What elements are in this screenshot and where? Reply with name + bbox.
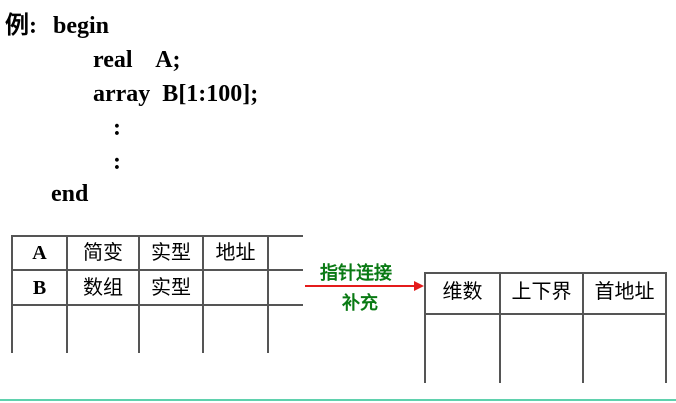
- arrow-label-bottom: 补充: [342, 293, 378, 313]
- cell-address: 地址: [215, 242, 256, 264]
- cell-name: A: [32, 242, 47, 264]
- code-line-real: real A;: [93, 47, 181, 73]
- table-border: [138, 235, 140, 353]
- table-border: [66, 235, 68, 353]
- table-border: [267, 235, 269, 353]
- cell-name: B: [32, 277, 47, 299]
- cell-type: 实型: [151, 242, 191, 264]
- arrow-head-icon: [414, 281, 424, 291]
- code-ellipsis-1: :: [113, 115, 121, 141]
- code-line-array: array B[1:100];: [93, 81, 259, 107]
- table-border: [665, 272, 667, 383]
- header-dimension: 维数: [442, 281, 483, 303]
- arrow-line: [305, 285, 417, 287]
- table-border: [424, 272, 667, 274]
- cell-kind: 数组: [83, 277, 123, 299]
- arrow-label-top: 指针连接: [320, 263, 392, 283]
- header-bounds: 上下界: [511, 281, 572, 303]
- table-border: [582, 272, 584, 383]
- table-border: [11, 235, 13, 353]
- code-ellipsis-2: :: [113, 149, 121, 175]
- table-border: [11, 304, 303, 306]
- header-base-address: 首地址: [594, 281, 655, 303]
- bottom-rule: [0, 399, 676, 401]
- table-border: [499, 272, 501, 383]
- code-line-end: end: [51, 181, 89, 207]
- table-border: [202, 235, 204, 353]
- code-line-begin: begin: [53, 13, 110, 39]
- table-border: [424, 272, 426, 383]
- table-border: [11, 235, 303, 237]
- table-border: [424, 313, 667, 315]
- table-border: [11, 269, 303, 271]
- example-label: 例:: [5, 13, 37, 39]
- cell-kind: 简变: [83, 242, 123, 264]
- cell-type: 实型: [151, 277, 191, 299]
